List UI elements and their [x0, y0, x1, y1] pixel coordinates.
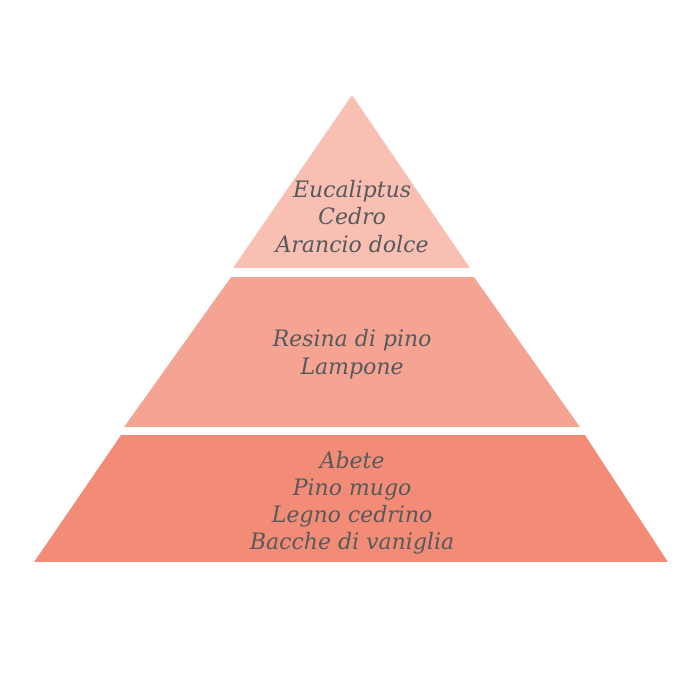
note-label: Resina di pino [272, 327, 432, 352]
tier-base-notes: Abete Pino mugo Legno cedrino Bacche di … [249, 449, 454, 555]
tier-top-notes: Eucaliptus Cedro Arancio dolce [274, 178, 429, 258]
tier-middle-notes: Resina di pino Lampone [272, 327, 432, 380]
pyramid-tier-top [233, 95, 470, 268]
note-label: Arancio dolce [274, 233, 429, 258]
note-label: Bacche di vaniglia [249, 530, 454, 555]
note-label: Abete [318, 449, 385, 474]
pyramid-tier-middle [124, 277, 580, 427]
note-label: Pino mugo [292, 476, 412, 501]
pyramid-tier-base [34, 435, 668, 562]
note-label: Eucaliptus [292, 178, 411, 203]
note-label: Lampone [299, 355, 403, 380]
note-label: Cedro [318, 205, 386, 230]
note-label: Legno cedrino [271, 503, 433, 528]
